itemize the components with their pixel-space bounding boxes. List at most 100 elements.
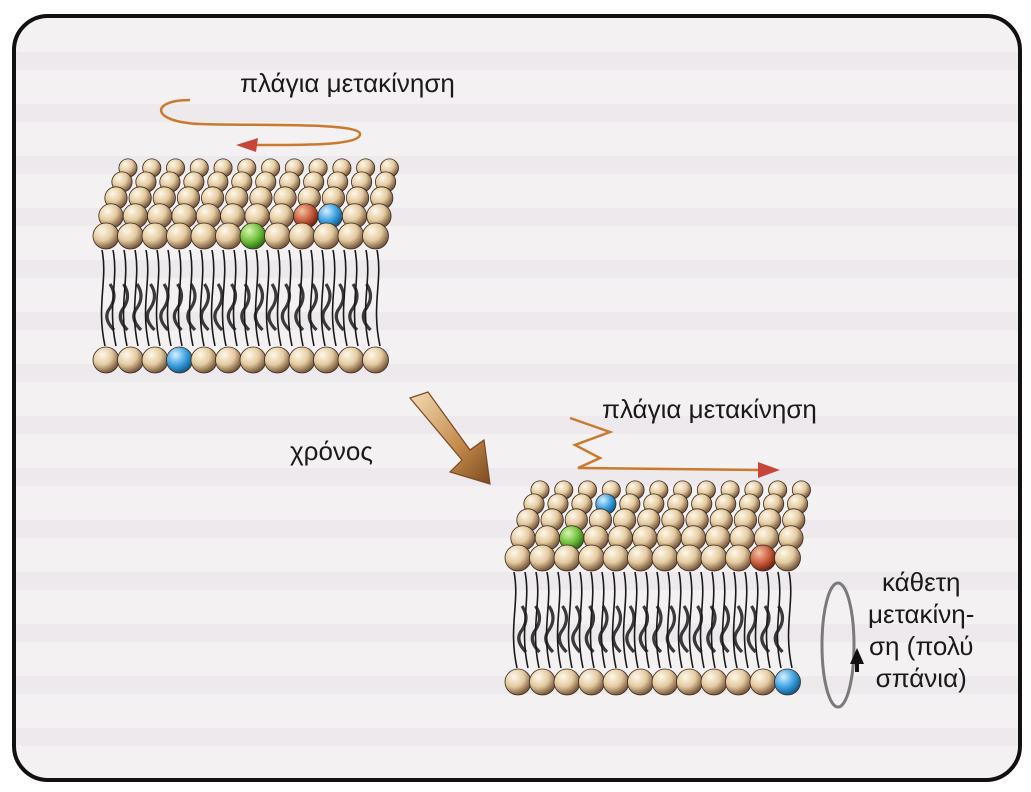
lipid-tail	[776, 571, 782, 669]
lipid-tail	[253, 283, 265, 332]
lipid-head	[627, 544, 654, 572]
lipid-tail	[733, 605, 744, 654]
lipid-head	[602, 668, 630, 696]
lipid-tail	[692, 605, 704, 654]
lipid-tail	[361, 283, 373, 332]
lipid-tail	[321, 283, 332, 332]
lipid-tail	[773, 605, 785, 654]
lipid-tail	[665, 605, 677, 654]
faded-background-text	[16, 18, 1018, 778]
lipid-tail	[598, 605, 609, 654]
lipid-tail	[375, 249, 381, 347]
lipid-head	[92, 222, 120, 250]
lipid-head	[141, 222, 169, 250]
lipid-head	[529, 544, 556, 572]
lipid-tail	[760, 605, 771, 654]
lipid-head	[700, 544, 728, 572]
lipid-head	[749, 668, 777, 696]
lipid-tail	[267, 283, 278, 332]
lipid-tail	[625, 605, 636, 654]
lipid-tail	[118, 283, 130, 332]
lipid-head	[215, 346, 242, 374]
lipid-head	[166, 346, 193, 374]
lateral-movement-label-top: πλάγια μετακίνηση	[240, 68, 455, 98]
lipid-head	[239, 346, 267, 374]
lipid-tail	[611, 605, 623, 654]
lipid-tail	[276, 249, 282, 347]
flip-flop-label-line4: σπάνια)	[875, 663, 967, 693]
lipid-tail	[280, 283, 292, 332]
time-label: χρόνος	[290, 436, 373, 466]
lipid-tail	[186, 283, 197, 332]
flip-flop-label-line3: ση (πολύ	[868, 631, 974, 661]
lipid-tail	[188, 249, 194, 347]
lipid-tail	[545, 571, 551, 669]
lipid-head	[676, 668, 703, 696]
figure-frame	[12, 14, 1022, 782]
lipid-tail	[622, 571, 628, 669]
lipid-head	[700, 668, 728, 696]
membrane-top	[92, 158, 399, 374]
lipid-tail	[787, 571, 793, 669]
lipid-head	[337, 346, 365, 374]
lipid-tail	[534, 571, 540, 669]
flip-flop-label-line2: μετακίνη-	[868, 599, 975, 629]
lipid-head	[190, 222, 218, 250]
lipid-tail	[600, 571, 606, 669]
lipid-tail	[364, 249, 370, 347]
lipid-tail	[100, 249, 106, 347]
lipid-head	[92, 346, 120, 374]
lipid-head	[190, 346, 218, 374]
lipid-tail	[331, 249, 337, 347]
lipid-head	[774, 668, 801, 696]
lipid-head	[676, 544, 703, 572]
lipid-tail	[122, 249, 128, 347]
lipid-tail	[177, 249, 183, 347]
lipid-tail	[145, 283, 157, 332]
time-arrow	[408, 391, 491, 485]
lipid-tail	[655, 571, 661, 669]
lipid-head	[288, 222, 316, 250]
lipid-head	[141, 346, 169, 374]
flip-flop-label: κάθετη μετακίνη- ση (πολύ σπάνια)	[868, 566, 974, 694]
lipid-head	[749, 544, 777, 572]
lipid-tail	[243, 249, 249, 347]
lipid-head	[553, 668, 581, 696]
lipid-tail	[213, 283, 224, 332]
lipid-head	[627, 668, 654, 696]
lipid-tail	[512, 571, 518, 669]
lipid-head	[651, 544, 679, 572]
lipid-tail	[348, 283, 359, 332]
lipid-head	[337, 222, 365, 250]
lipid-head	[264, 222, 291, 250]
lipid-tail	[589, 571, 595, 669]
lipid-tail	[584, 605, 596, 654]
lipid-tail	[159, 283, 170, 332]
lipid-head	[362, 346, 389, 374]
lipid-head	[215, 222, 242, 250]
lipid-tail	[688, 571, 694, 669]
lipid-tail	[105, 283, 116, 332]
lipid-tail	[567, 571, 573, 669]
lipid-tail	[320, 249, 326, 347]
flip-flop-label-line1: κάθετη	[881, 567, 961, 597]
lipid-tail	[133, 249, 139, 347]
flip-flop-arrow	[820, 581, 864, 709]
lateral-movement-arrow-bottom	[569, 416, 780, 478]
lipid-tail	[732, 571, 738, 669]
lipid-tail	[743, 571, 749, 669]
lipid-tail	[172, 283, 184, 332]
lateral-movement-arrow-top	[159, 98, 362, 152]
lipid-tail	[719, 605, 731, 654]
lipid-head	[725, 668, 752, 696]
lipid-tail	[226, 283, 238, 332]
membrane-bottom	[504, 480, 811, 696]
lipid-head	[725, 544, 752, 572]
lipid-tail	[611, 571, 617, 669]
lipid-tail	[294, 283, 305, 332]
lipid-tail	[652, 605, 663, 654]
lipid-head	[117, 346, 144, 374]
lipid-head	[313, 222, 340, 250]
lipid-head	[602, 544, 630, 572]
